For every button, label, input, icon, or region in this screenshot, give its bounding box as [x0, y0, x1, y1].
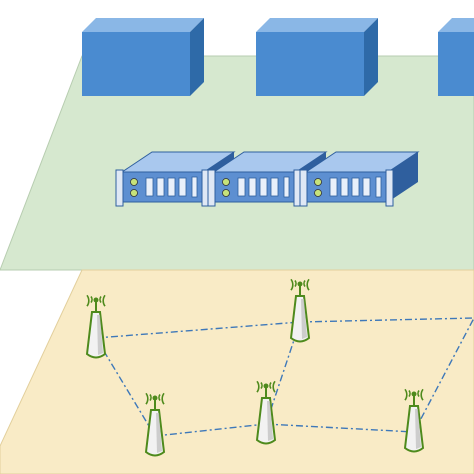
link-line [299, 317, 474, 323]
link-line [95, 321, 301, 339]
cube-3-cube-icon [438, 18, 474, 96]
bs-3-cell-tower-icon [144, 392, 166, 457]
bs-4-cell-tower-icon [255, 380, 277, 445]
server-3-rack-server-icon [299, 151, 420, 207]
link-line [154, 423, 267, 437]
link-line [413, 317, 474, 433]
cube-1-cube-icon [82, 18, 204, 96]
edge-servers [115, 151, 420, 207]
cloud-layer [82, 18, 474, 96]
bs-2-cell-tower-icon [289, 278, 311, 343]
access-layer-plane [0, 269, 474, 474]
cube-2-cube-icon [256, 18, 378, 96]
bs-1-cell-tower-icon [85, 294, 107, 359]
base-stations [85, 278, 425, 457]
link-line [265, 423, 415, 433]
server-2-rack-server-icon [207, 151, 328, 207]
bs-5-cell-tower-icon [403, 388, 425, 453]
